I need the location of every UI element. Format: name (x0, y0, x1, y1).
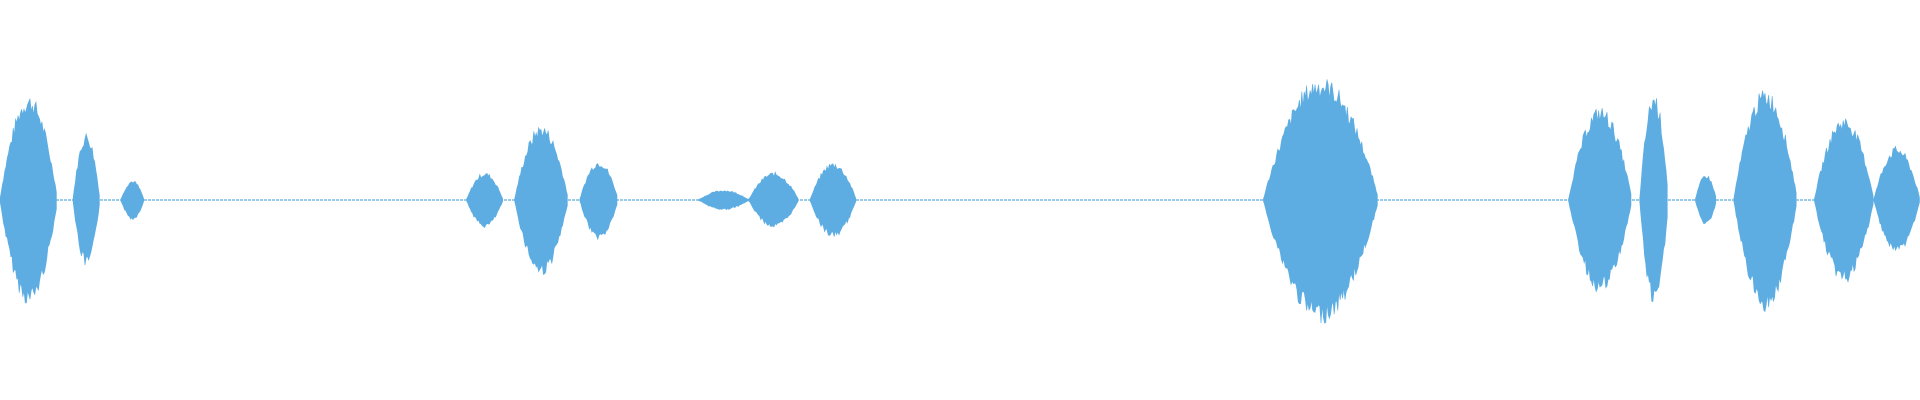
waveform-burst-7 (698, 190, 749, 211)
waveform-burst-16 (1873, 145, 1920, 252)
waveform-burst-9 (809, 163, 857, 237)
waveform-burst-12 (1639, 98, 1668, 302)
waveform-burst-13 (1695, 175, 1717, 225)
waveform-burst-1 (0, 98, 57, 304)
waveform-burst-3 (120, 181, 145, 221)
waveform-burst-5 (514, 127, 568, 275)
waveform-burst-6 (579, 163, 618, 241)
waveform-burst-10 (1263, 79, 1378, 324)
waveform-burst-8 (748, 171, 799, 228)
waveform-burst-11 (1568, 108, 1632, 293)
waveform-burst-2 (72, 132, 100, 266)
waveform-burst-4 (466, 172, 503, 228)
waveform-burst-15 (1814, 118, 1874, 283)
waveform-burst-14 (1733, 90, 1797, 313)
